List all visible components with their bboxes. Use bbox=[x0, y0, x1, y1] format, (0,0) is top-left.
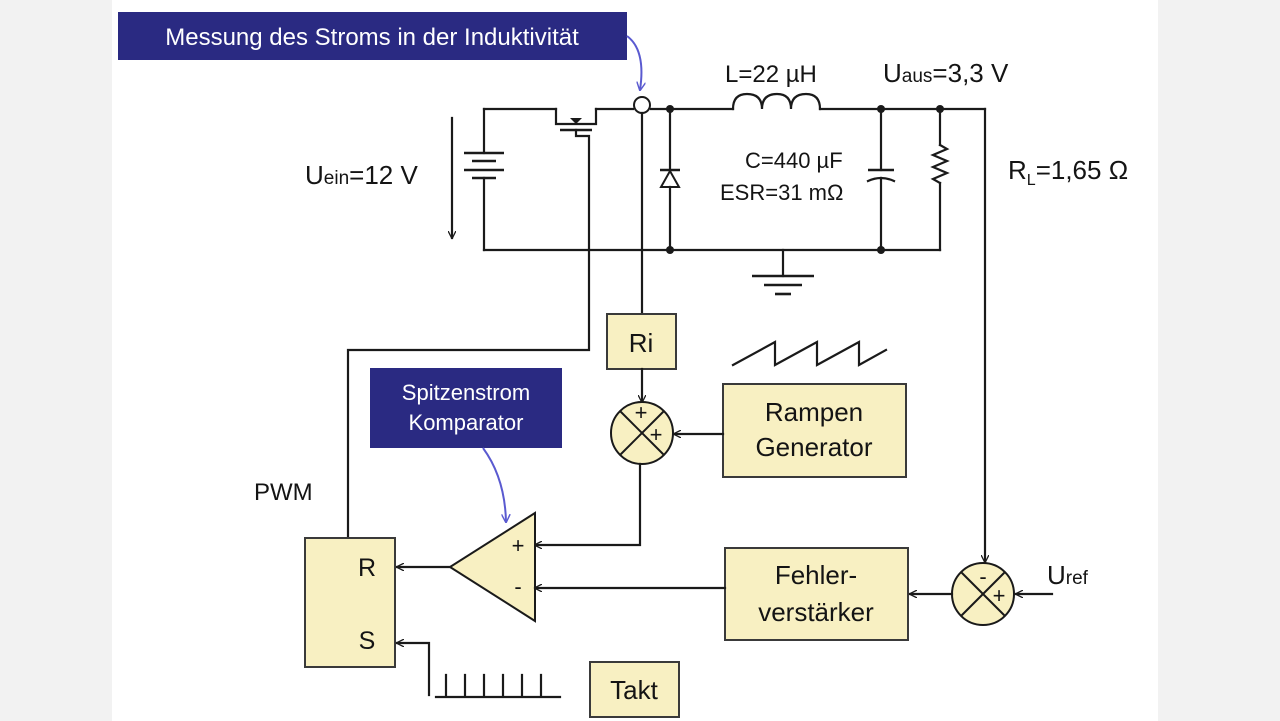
comparator-callout-arrow bbox=[482, 447, 506, 522]
comparator-icon bbox=[448, 511, 536, 623]
pwm-label: PWM bbox=[254, 479, 313, 506]
clock-label: Takt bbox=[610, 675, 658, 705]
comparator-callout-line2: Komparator bbox=[409, 410, 524, 435]
ramp-waveform-icon bbox=[731, 340, 888, 367]
ground-icon bbox=[752, 248, 814, 296]
junction-dot bbox=[877, 246, 885, 254]
load-resistor-icon bbox=[930, 107, 950, 252]
junction-dot bbox=[666, 105, 674, 113]
sense-resistor-block bbox=[606, 313, 677, 370]
error-summer-plus: + bbox=[993, 583, 1006, 608]
right-margin bbox=[1158, 0, 1280, 721]
inductor-label: L=22 µH bbox=[725, 61, 817, 88]
load-resistance-label: RL=1,65 Ω bbox=[1008, 155, 1128, 189]
wire-gate-drive bbox=[346, 248, 591, 540]
sense-resistor-label: Ri bbox=[629, 328, 654, 358]
comparator-callout-line1: Spitzenstrom bbox=[402, 380, 530, 405]
measurement-callout-text: Messung des Stroms in der Induktivität bbox=[165, 24, 579, 51]
input-voltage-label: Uein=12 V bbox=[305, 160, 418, 190]
comparator-callout: Spitzenstrom Komparator bbox=[370, 368, 562, 522]
current-sense-icon bbox=[633, 96, 651, 114]
control-loop: Ri + + Rampen Generator + - R S Takt bbox=[304, 248, 1054, 718]
pwm-latch-block bbox=[304, 537, 396, 668]
esr-label: ESR=31 mΩ bbox=[720, 180, 843, 205]
junction-dot bbox=[877, 105, 885, 113]
comparator-plus: + bbox=[512, 533, 525, 558]
capacitor-label: C=440 µF bbox=[745, 148, 843, 173]
mosfet-switch-icon bbox=[554, 107, 598, 252]
left-margin bbox=[0, 0, 112, 721]
power-stage bbox=[452, 92, 985, 564]
clock-pulses-icon bbox=[434, 673, 562, 699]
battery-icon bbox=[464, 151, 504, 180]
summing-junction-icon bbox=[610, 401, 674, 465]
wire-summer-to-comparator bbox=[533, 462, 642, 545]
summer-plus-right: + bbox=[650, 422, 663, 447]
inductor-icon bbox=[731, 92, 822, 111]
measurement-callout: Messung des Stroms in der Induktivität bbox=[118, 12, 641, 90]
summer-plus-top: + bbox=[635, 400, 648, 425]
latch-set-label: S bbox=[359, 627, 376, 655]
measurement-callout-arrow bbox=[626, 35, 641, 90]
error-summer-minus: - bbox=[979, 564, 986, 589]
clock-block bbox=[589, 661, 680, 718]
wire-clock-to-latch bbox=[395, 643, 431, 697]
latch-reset-label: R bbox=[358, 554, 376, 582]
comparator-minus: - bbox=[514, 574, 521, 599]
ramp-generator-label-line2: Generator bbox=[755, 432, 872, 462]
junction-dot bbox=[936, 105, 944, 113]
ramp-generator-block bbox=[722, 383, 907, 478]
capacitor-icon bbox=[866, 107, 896, 252]
output-voltage-label: Uaus=3,3 V bbox=[883, 58, 1009, 88]
reference-voltage-label: Uref bbox=[1047, 560, 1089, 590]
ramp-generator-label-line1: Rampen bbox=[765, 397, 863, 427]
junction-dot bbox=[666, 246, 674, 254]
error-amplifier-label-line1: Fehler- bbox=[775, 560, 857, 590]
diode-icon bbox=[659, 107, 681, 252]
error-amplifier-label-line2: verstärker bbox=[758, 597, 874, 627]
error-amplifier-block bbox=[724, 547, 909, 641]
